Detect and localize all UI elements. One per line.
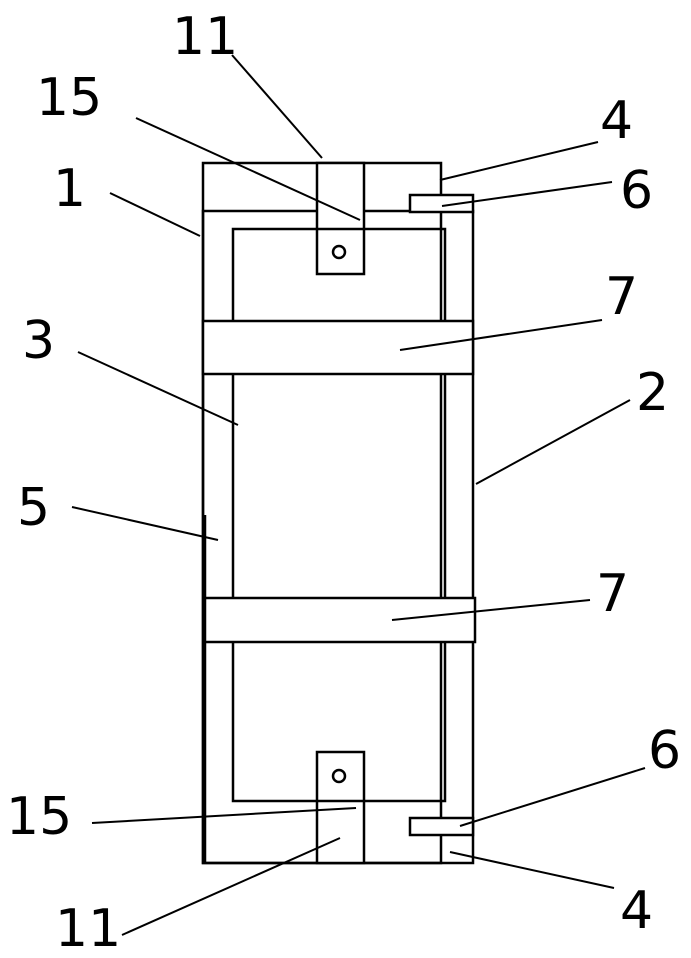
label-top-11: 11: [172, 7, 238, 67]
label-5: 5: [17, 478, 50, 538]
label-bottom-11: 11: [55, 899, 121, 958]
bottom-latch: [408, 816, 475, 837]
label-1: 1: [53, 159, 86, 219]
label-bottom-4: 4: [620, 881, 653, 941]
label-bottom-6: 6: [648, 721, 681, 781]
inner-panel: [231, 227, 447, 803]
label-top-4: 4: [600, 91, 633, 151]
label-top-15: 15: [36, 68, 102, 128]
label-upper-7: 7: [605, 267, 638, 327]
label-bottom-15: 15: [6, 787, 72, 847]
label-top-6: 6: [620, 161, 653, 221]
leader-lines: [71, 54, 646, 936]
label-2: 2: [636, 363, 669, 423]
label-lower-7: 7: [596, 564, 629, 624]
label-3: 3: [22, 311, 55, 371]
top-pin-hole: [331, 244, 347, 260]
bottom-pin-hole: [331, 768, 347, 784]
bottom-clip: [315, 750, 366, 865]
upper-band: [201, 319, 475, 376]
top-latch: [408, 193, 475, 214]
lower-band: [203, 596, 477, 644]
